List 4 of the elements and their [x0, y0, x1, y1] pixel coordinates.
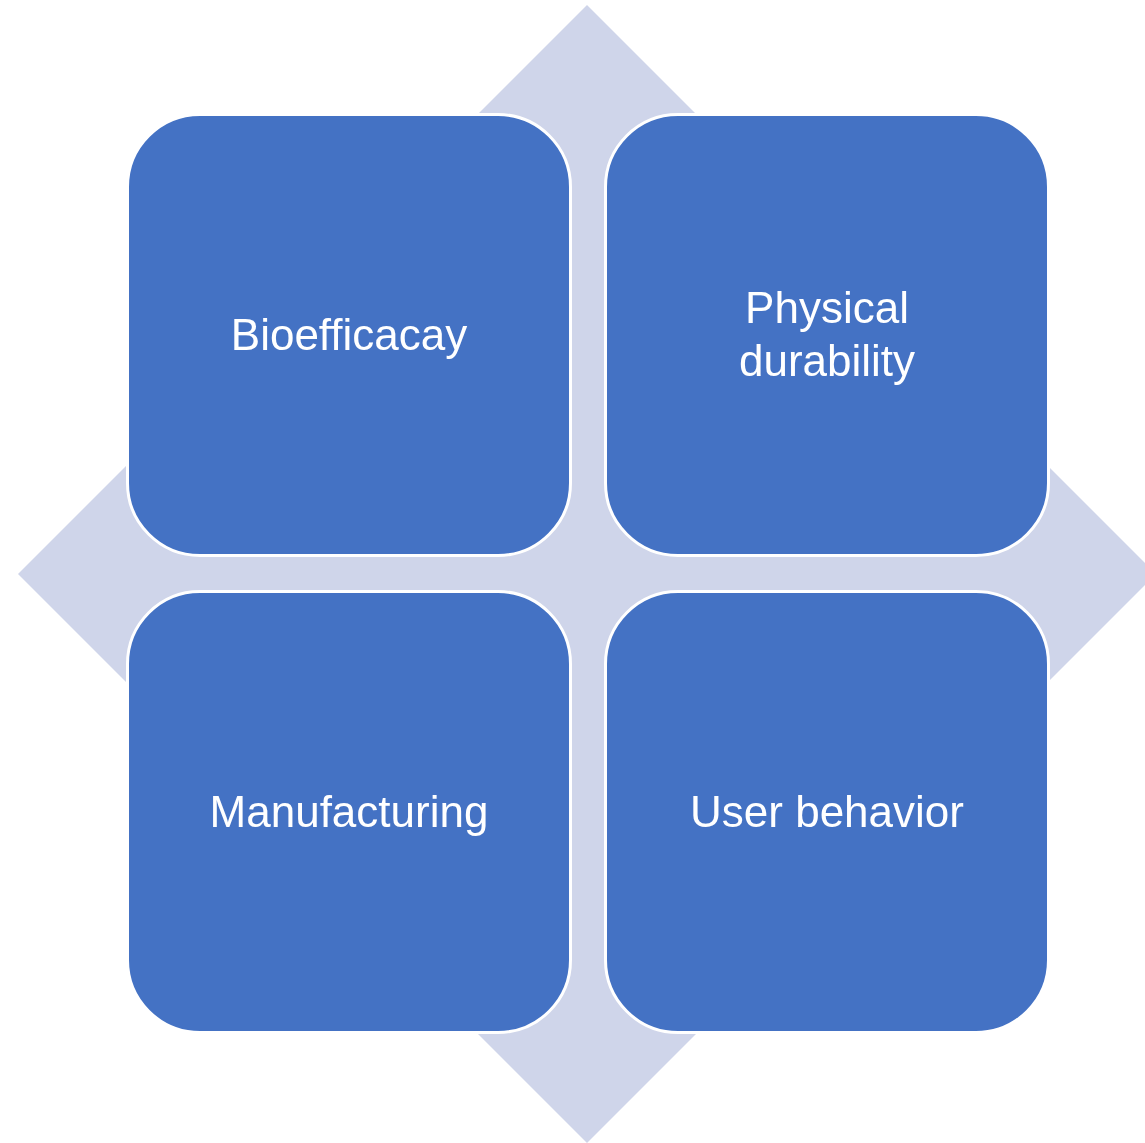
box-label: Manufacturing [208, 785, 490, 838]
box-label: Physical durability [737, 282, 917, 387]
box-label: Bioefficacay [229, 308, 469, 361]
box-label: User behavior [689, 785, 965, 838]
